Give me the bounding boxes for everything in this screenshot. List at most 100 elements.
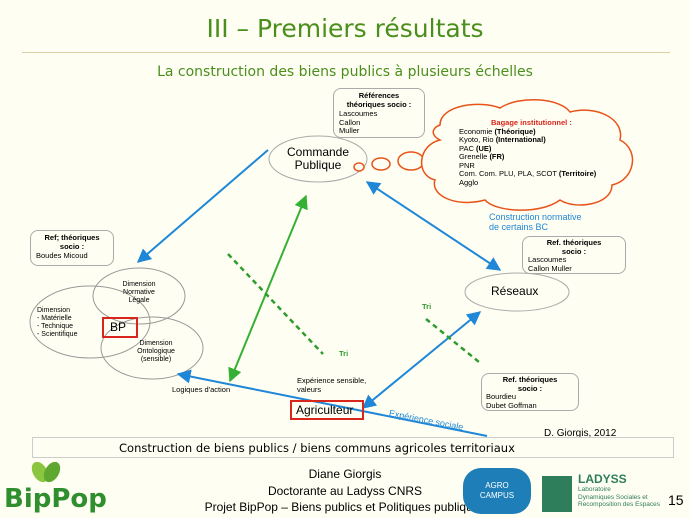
dim-normative-line: Dimension <box>122 281 156 288</box>
bagage-line-scope: (FR) <box>489 152 505 161</box>
agro-text: AGRO CAMPUS <box>463 481 531 501</box>
ref-right-title-1: Ref. théoriques <box>546 238 602 247</box>
bippop-logo: BipPop <box>4 461 107 514</box>
agro-line: CAMPUS <box>479 491 515 500</box>
bagage-line-scope: (Théorique) <box>494 126 536 136</box>
bagage-line-text: Grenelle <box>459 152 490 161</box>
thought-dot-1 <box>353 162 365 172</box>
dimension-materielle-ellipse <box>29 285 151 359</box>
ref-right-title: Ref. théoriques socio : <box>523 238 625 256</box>
ref-bottom-title-2: socio : <box>517 383 543 393</box>
exp-sensible-line: valeurs <box>297 384 322 394</box>
bagage-line: Com. Com. PLU, PLA, SCOT (Territoire) <box>459 169 597 179</box>
commande-publique-label: Commande Publique <box>284 146 352 172</box>
ref-top-items: Lascoumes Callon Muller <box>339 109 378 136</box>
experience-sensible-label: Expérience sensible, valeurs <box>297 376 367 394</box>
dim-ontologique-line: (sensible) <box>140 356 172 363</box>
tri-dash-1 <box>227 253 324 355</box>
ref-left-title-2: socio : <box>59 241 85 251</box>
ref-right-title-2: socio : <box>561 246 587 256</box>
thought-dot-2 <box>371 157 391 171</box>
ref-top-title: Références théoriques socio : <box>334 91 424 109</box>
ref-left-title: Ref; théoriques socio : <box>31 233 113 251</box>
leaf-icon <box>31 461 61 483</box>
bagage-line-text: Com. Com. PLU, PLA, SCOT <box>459 169 559 178</box>
arrow-commande-reseaux <box>365 181 502 271</box>
dim-ontologique-line: Ontologique <box>137 348 175 355</box>
dim-materielle-line: - Technique <box>37 323 74 330</box>
bottom-bar-text: Construction de biens publics / biens co… <box>119 441 515 455</box>
bagage-line: Grenelle (FR) <box>459 152 596 162</box>
dimension-ontologique-ellipse <box>100 316 204 380</box>
bagage-line-text: Agglo <box>459 177 479 187</box>
agriculteur-label: Agriculteur <box>296 403 354 417</box>
construction-line: de certains BC <box>489 222 549 232</box>
page-number: 15 <box>668 492 684 508</box>
ladyss-subtitle: Laboratoire Dynamiques Sociales et Recom… <box>578 486 660 509</box>
bagage-line-text: Economie <box>459 126 495 136</box>
dimension-normative-label: Dimension Normative Légale <box>111 281 167 305</box>
construction-line: Construction normative <box>489 212 582 222</box>
dim-materielle-line: - Scientifique <box>37 331 78 338</box>
construction-normative-label: Construction normative de certains BC <box>489 212 582 232</box>
ref-bottom-title: Ref. théoriques socio : <box>482 375 578 393</box>
bagage-line: PAC (UE) <box>459 143 596 154</box>
dim-materielle-line: - Matérielle <box>37 315 72 322</box>
dim-ontologique-line: Dimension <box>139 340 173 347</box>
dim-normative-line: Normative <box>123 289 155 296</box>
thought-dot-3 <box>397 151 425 171</box>
bagage-lines: Economie (Théorique)Kyoto, Rio (Internat… <box>459 126 597 188</box>
ladyss-text: LADYSS <box>578 472 627 486</box>
arrow-reseaux-agriculteur <box>361 311 482 409</box>
logiques-action-label: Logiques d'action <box>172 385 231 394</box>
bp-highlight-box <box>102 317 138 338</box>
ref-top-title-2: théoriques socio : <box>346 99 412 109</box>
exp-sensible-line: Expérience sensible, <box>297 376 367 385</box>
bottom-bar: Construction de biens publics / biens co… <box>32 437 674 458</box>
ref-top-item: Lascoumes <box>339 109 378 118</box>
arrow-commande-to-bp <box>136 149 269 263</box>
bagage-line: Kyoto, Rio (International) <box>459 135 596 145</box>
title-divider <box>22 52 670 53</box>
dim-normative-line: Légale <box>128 297 150 304</box>
ref-top-item: Callon <box>339 117 361 127</box>
reseaux-label: Réseaux <box>491 284 539 298</box>
bagage-text: Bagage institutionnel : Economie (Théori… <box>459 118 597 188</box>
agrocampus-logo: AGRO CAMPUS <box>463 468 531 514</box>
bp-label: BP <box>110 320 127 334</box>
ref-top-title-1: Références <box>358 91 400 100</box>
footer-name: Diane Giorgis <box>308 467 382 481</box>
dimension-materielle-label: Dimension - Matérielle - Technique - Sci… <box>37 307 77 339</box>
arrow-experience-sociale <box>176 369 488 437</box>
ref-right-item: Lascoumes <box>528 255 567 264</box>
tri-label-2: Tri <box>422 302 432 311</box>
tri-label-1: Tri <box>339 349 349 358</box>
arrow-green-logiques <box>228 194 308 383</box>
ladyss-emblem-icon <box>542 476 572 512</box>
ref-right-item: Callon Muller <box>528 263 572 273</box>
ref-socio-right-bubble: Ref. théoriques socio : Lascoumes Callon… <box>522 236 626 274</box>
commande-label-line2: Publique <box>294 158 342 172</box>
ref-socio-left-bubble: Ref; théoriques socio : Boudes Micoud <box>30 230 114 266</box>
dim-materielle-line: Dimension <box>37 307 71 314</box>
slide-title: III – Premiers résultats <box>206 14 484 43</box>
bagage-line-scope: (Territoire) <box>558 169 597 178</box>
ref-top-item: Muller <box>339 126 360 135</box>
commande-publique-ellipse <box>268 135 368 183</box>
footer-role: Doctorante au Ladyss CNRS <box>267 484 423 498</box>
bagage-line-scope: (UE) <box>475 143 492 153</box>
bagage-title: Bagage institutionnel : <box>491 118 572 127</box>
agro-line: AGRO <box>485 481 509 490</box>
agriculteur-highlight-box <box>290 400 364 420</box>
footer-project: Projet BipPop – Biens publics et Politiq… <box>204 500 486 514</box>
credit-label: D. Giorgis, 2012 <box>544 428 617 439</box>
bagage-line-scope: (International) <box>495 135 546 144</box>
ref-bottom-title-1: Ref. théoriques <box>502 375 558 384</box>
bippop-text: BipPop <box>4 484 107 514</box>
ref-bottom-item: Bourdieu <box>486 392 517 401</box>
bagage-line: Agglo <box>459 177 596 188</box>
ladyss-sub-line: Laboratoire <box>578 486 611 493</box>
ref-right-items: Lascoumes Callon Muller <box>528 255 572 273</box>
tri-dash-2 <box>425 318 480 363</box>
reseaux-ellipse <box>464 272 570 312</box>
